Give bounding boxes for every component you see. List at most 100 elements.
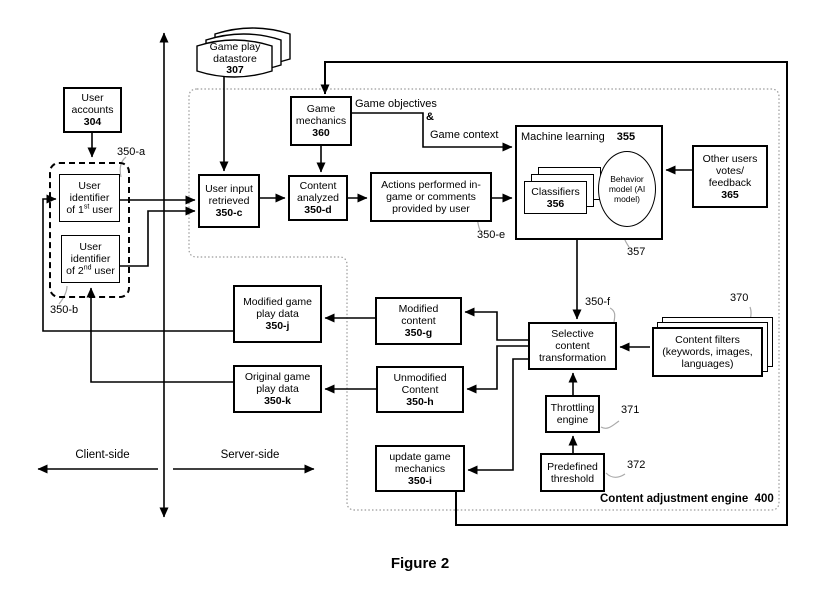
box-line: content bbox=[401, 315, 436, 327]
box-line: update game bbox=[389, 450, 451, 463]
figure-caption: Figure 2 bbox=[390, 555, 450, 572]
box-line: retrieved bbox=[208, 195, 250, 207]
box-line: model (AI bbox=[608, 184, 646, 194]
server-side-label: Server-side bbox=[220, 449, 280, 461]
original-game-play-data-box: Original game play data 350-k bbox=[233, 365, 322, 413]
arrow-original-gpd-to-user2 bbox=[86, 287, 233, 383]
ordinal-sup: nd bbox=[83, 264, 92, 272]
user-identifier-2-box: User identifier of 2nd user bbox=[61, 235, 120, 283]
box-line: of 2nd user bbox=[66, 264, 115, 278]
box-line: mechanics bbox=[295, 115, 347, 127]
leader-350-b bbox=[58, 285, 68, 305]
arrow-selective-to-modified-content bbox=[464, 307, 528, 341]
box-line: Content bbox=[401, 383, 439, 396]
box-line: Modified game bbox=[243, 296, 312, 308]
box-line: languages) bbox=[681, 358, 734, 370]
leader-350-f bbox=[609, 307, 616, 323]
box-line: Predefined bbox=[547, 460, 598, 473]
ref-371: 371 bbox=[621, 404, 640, 416]
game-objectives-label: Game objectives bbox=[355, 98, 437, 110]
line-pre: of 2 bbox=[66, 265, 84, 277]
box-line: votes/ bbox=[715, 164, 744, 177]
box-line: identifier bbox=[70, 253, 111, 265]
datastore-ref: 307 bbox=[226, 64, 244, 76]
modified-content-box: Modified content 350-g bbox=[375, 297, 462, 345]
client-side-label: Client-side bbox=[75, 449, 130, 461]
box-line: threshold bbox=[550, 472, 595, 485]
box-line: Behavior bbox=[610, 174, 644, 184]
line-post: user bbox=[91, 265, 115, 277]
other-users-votes-box: Other users votes/ feedback 365 bbox=[692, 145, 768, 208]
box-ref: 356 bbox=[546, 197, 565, 210]
box-line: game or comments bbox=[386, 191, 476, 203]
content-filters-box: Content filters (keywords, images, langu… bbox=[652, 327, 763, 377]
datastore-label: Game play bbox=[209, 41, 261, 53]
line-post: user bbox=[89, 204, 113, 216]
box-line: analyzed bbox=[296, 192, 340, 204]
box-line: model) bbox=[614, 194, 640, 204]
box-line: engine bbox=[556, 414, 589, 426]
user-identifier-1-box: User identifier of 1st user bbox=[59, 174, 120, 222]
box-line: content bbox=[555, 340, 590, 352]
game-mechanics-box: Game mechanics 360 bbox=[290, 96, 352, 146]
arrow-objectives-context-to-ml bbox=[352, 112, 513, 152]
box-line: (keywords, images, bbox=[662, 346, 753, 358]
box-line: play data bbox=[256, 383, 299, 395]
user-accounts-box: User accounts 304 bbox=[63, 87, 122, 133]
leader-372 bbox=[605, 472, 626, 478]
engine-ref: 400 bbox=[754, 493, 774, 505]
box-ref: 304 bbox=[83, 116, 102, 128]
box-line: Content bbox=[299, 180, 337, 192]
leader-371 bbox=[600, 420, 620, 429]
box-line: accounts bbox=[71, 104, 114, 116]
ml-title-text: Machine learning bbox=[521, 131, 605, 143]
box-line: User bbox=[79, 241, 102, 253]
ref-350-e: 350-e bbox=[477, 229, 506, 241]
box-ref: 350-k bbox=[264, 395, 291, 407]
ref-350-b: 350-b bbox=[50, 304, 79, 316]
unmodified-content-box: Unmodified Content 350-h bbox=[376, 366, 464, 413]
ml-ref: 355 bbox=[616, 131, 636, 143]
box-line: Content filters bbox=[675, 334, 740, 346]
box-line: of 1st user bbox=[66, 203, 113, 217]
loop-update-to-game-mechanics bbox=[320, 61, 788, 526]
box-line: Original game bbox=[244, 371, 311, 383]
game-play-datastore: Game play datastore 307 bbox=[199, 41, 271, 77]
box-ref: 350-j bbox=[265, 320, 290, 332]
arrow-user2-to-user-input bbox=[120, 206, 196, 267]
box-ref: 365 bbox=[721, 188, 739, 201]
predefined-threshold-box: Predefined threshold bbox=[540, 453, 605, 492]
throttling-engine-box: Throttling engine bbox=[545, 395, 600, 433]
box-ref: 350-g bbox=[404, 327, 433, 339]
modified-game-play-data-box: Modified game play data 350-j bbox=[233, 285, 322, 343]
box-line: Unmodified bbox=[393, 371, 447, 384]
user-input-retrieved-box: User input retrieved 350-c bbox=[198, 174, 260, 228]
box-ref: 350-h bbox=[406, 395, 434, 408]
ordinal-sup: st bbox=[83, 203, 90, 211]
datastore-shape bbox=[196, 27, 291, 78]
box-line: play data bbox=[256, 308, 299, 320]
ampersand-label: & bbox=[426, 111, 434, 123]
ref-350-f: 350-f bbox=[585, 296, 611, 308]
classifiers-box: Classifiers 356 bbox=[524, 181, 587, 214]
box-line: Actions performed in- bbox=[381, 179, 481, 191]
game-context-label: Game context bbox=[430, 129, 499, 141]
box-line: User input bbox=[205, 183, 253, 195]
ref-357: 357 bbox=[627, 246, 646, 258]
ref-350-a: 350-a bbox=[117, 146, 146, 158]
content-analyzed-box: Content analyzed 350-d bbox=[288, 175, 348, 221]
box-ref: 360 bbox=[312, 127, 330, 139]
box-ref: 350-d bbox=[304, 204, 332, 216]
box-ref: 350-c bbox=[215, 207, 243, 219]
content-adjustment-engine-label: Content adjustment engine 400 bbox=[600, 493, 774, 505]
box-line: Game bbox=[306, 103, 336, 115]
box-line: Selective bbox=[551, 328, 594, 340]
machine-learning-title: Machine learning 355 bbox=[521, 131, 635, 143]
box-ref: 350-i bbox=[408, 474, 432, 487]
ref-372: 372 bbox=[627, 459, 646, 471]
actions-performed-box: Actions performed in- game or comments p… bbox=[370, 172, 492, 222]
box-line: User bbox=[81, 92, 104, 104]
box-line: feedback bbox=[708, 176, 752, 189]
box-line: Classifiers bbox=[531, 185, 580, 198]
